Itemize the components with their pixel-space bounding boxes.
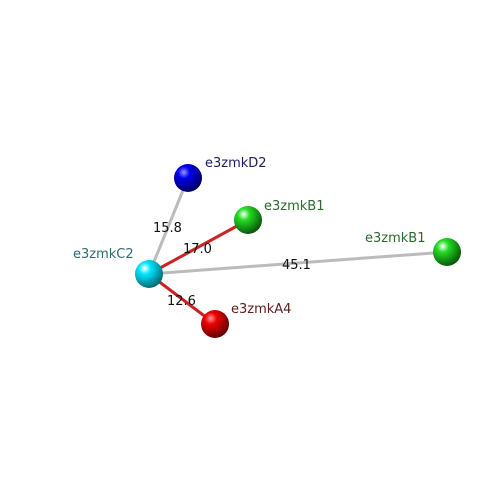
node-sphere-c2 xyxy=(135,260,163,288)
node-sphere-a4 xyxy=(201,310,229,338)
node-label-b1b: e3zmkB1 xyxy=(365,231,425,246)
edge-c2-b1b xyxy=(148,250,448,276)
node-label-b1a: e3zmkB1 xyxy=(264,199,324,214)
distance-label-c2-b1b: 45.1 xyxy=(282,258,311,273)
node-sphere-b1b xyxy=(433,238,461,266)
distance-label-c2-a4: 12.6 xyxy=(167,294,196,309)
edge-c2-d2 xyxy=(147,177,190,275)
node-sphere-d2 xyxy=(174,164,202,192)
node-label-a4: e3zmkA4 xyxy=(231,302,291,317)
node-label-d2: e3zmkD2 xyxy=(205,156,267,171)
edge-c2-b1a xyxy=(148,218,249,276)
distance-label-c2-d2: 15.8 xyxy=(153,221,182,236)
node-sphere-b1a xyxy=(234,206,262,234)
node-label-c2: e3zmkC2 xyxy=(73,247,134,262)
distance-label-c2-b1a: 17.0 xyxy=(183,242,212,257)
